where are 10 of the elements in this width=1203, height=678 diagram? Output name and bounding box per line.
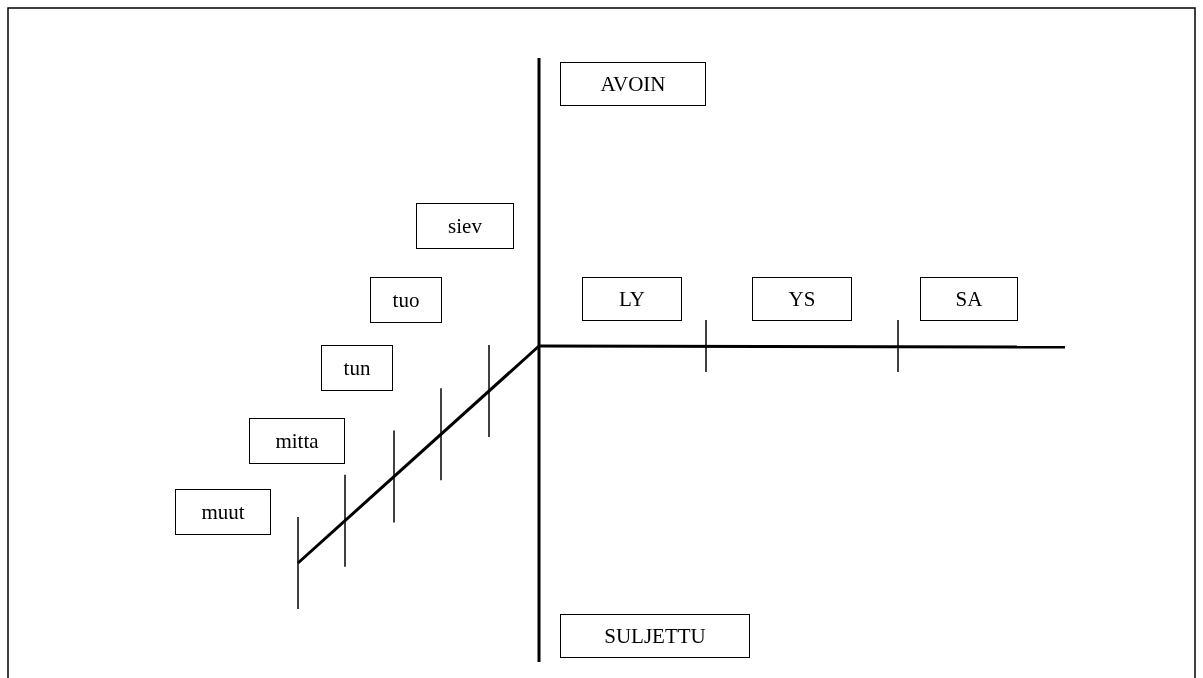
label-box: SA bbox=[920, 277, 1018, 321]
label-box: mitta bbox=[249, 418, 345, 464]
label-box: siev bbox=[416, 203, 514, 249]
label-box: YS bbox=[752, 277, 852, 321]
label-box: AVOIN bbox=[560, 62, 706, 106]
label-box: muut bbox=[175, 489, 271, 535]
label-box: LY bbox=[582, 277, 682, 321]
label-box: SULJETTU bbox=[560, 614, 750, 658]
label-box: tun bbox=[321, 345, 393, 391]
label-box: tuo bbox=[370, 277, 442, 323]
